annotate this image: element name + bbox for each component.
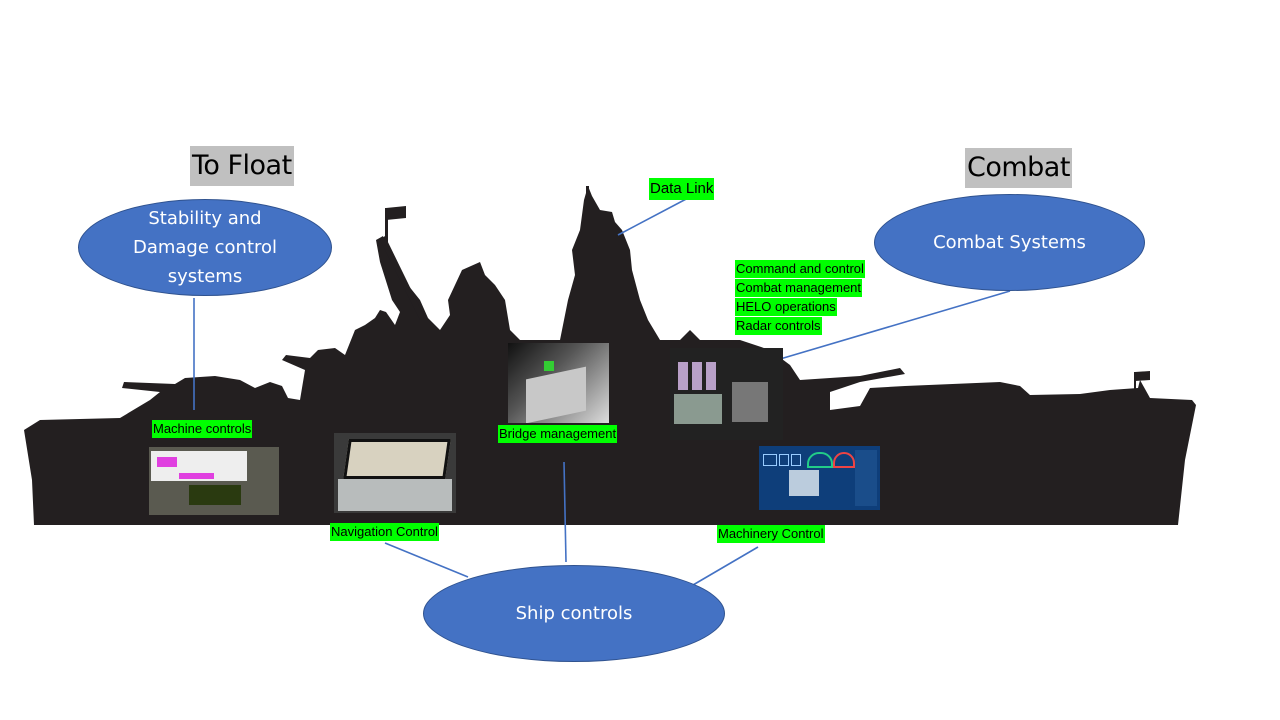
label-command-and-control: Command and control bbox=[735, 260, 865, 278]
label-machinery-control: Machinery Control bbox=[717, 525, 825, 543]
label-navigation-control: Navigation Control bbox=[330, 523, 439, 541]
machinery-control-screenshot bbox=[759, 446, 880, 510]
ship-controls-ellipse: Ship controls bbox=[423, 565, 725, 662]
stability-line-2: Damage control bbox=[132, 237, 278, 258]
stability-damage-control-ellipse: Stability and Damage control systems bbox=[78, 199, 332, 296]
label-bridge-management: Bridge management bbox=[498, 425, 618, 443]
ship-silhouette bbox=[24, 186, 1196, 525]
stability-line-3: systems bbox=[167, 266, 243, 287]
label-helo-operations: HELO operations bbox=[735, 298, 837, 316]
connector-lines bbox=[193, 196, 1011, 586]
combat-systems-ellipse: Combat Systems bbox=[874, 194, 1145, 291]
combat-consoles-photo bbox=[670, 348, 783, 440]
stability-line-1: Stability and bbox=[148, 208, 262, 229]
connector-bridge bbox=[563, 461, 567, 563]
label-radar-controls: Radar controls bbox=[735, 317, 822, 335]
connector-machinery bbox=[692, 546, 759, 586]
label-combat-management: Combat management bbox=[735, 279, 863, 297]
heading-combat: Combat bbox=[965, 148, 1072, 188]
connector-datalink bbox=[617, 196, 691, 236]
label-data-link: Data Link bbox=[649, 178, 715, 200]
connector-nav bbox=[384, 542, 469, 578]
bridge-management-photo bbox=[508, 343, 609, 423]
combat-function-list: Command and control Combat management HE… bbox=[735, 260, 865, 336]
label-machine-controls: Machine controls bbox=[152, 420, 253, 438]
navigation-control-photo bbox=[334, 433, 456, 513]
connector-combat bbox=[769, 290, 1011, 363]
machine-controls-screenshot bbox=[149, 447, 279, 515]
heading-to-float: To Float bbox=[190, 146, 294, 186]
